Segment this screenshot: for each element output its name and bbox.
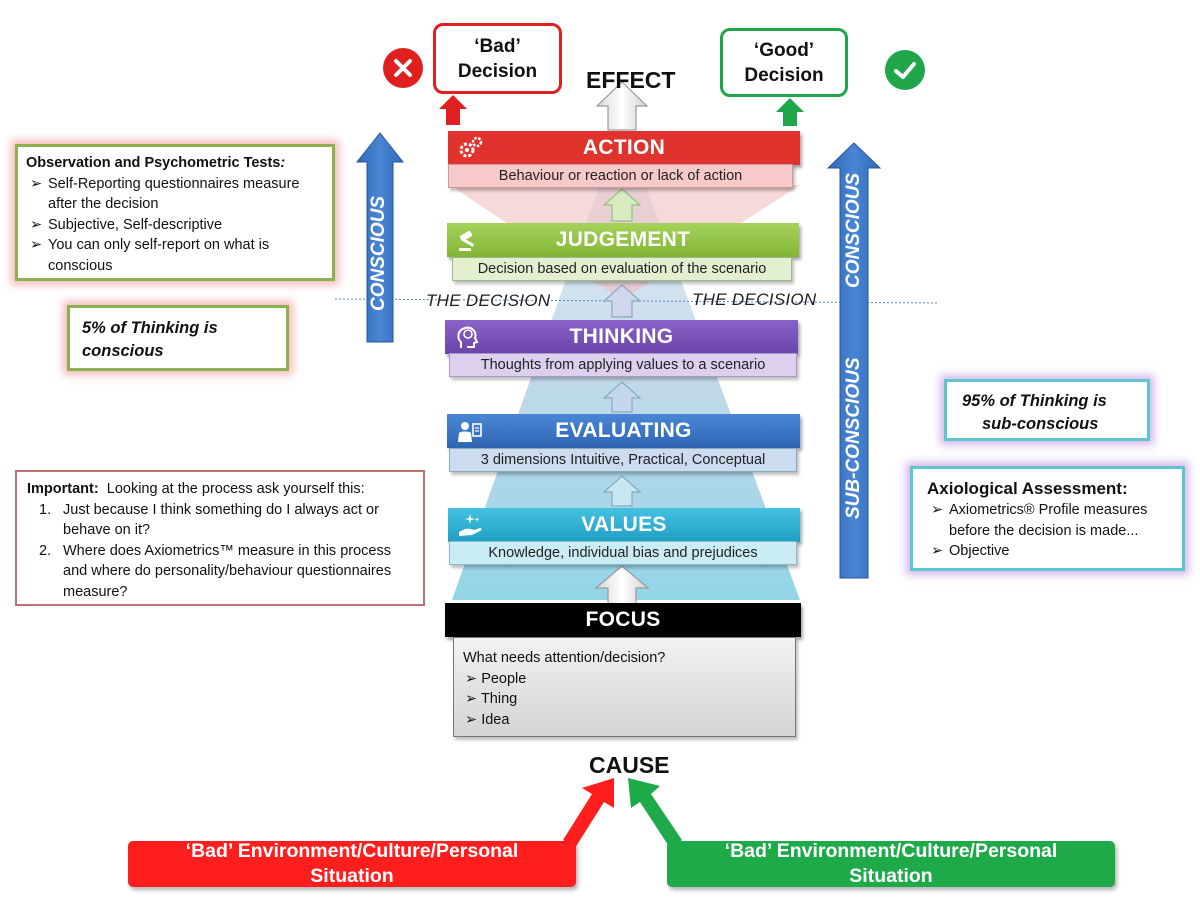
focus-item: ➢ Idea: [465, 711, 510, 728]
list-item: 1.Just because I think something do I al…: [39, 501, 379, 539]
important-intro: Important: Looking at the process ask yo…: [27, 481, 365, 497]
conscious-right-label: CONSCIOUS: [843, 172, 864, 288]
values-arrow: [602, 475, 642, 507]
judgement-title: JUDGEMENT: [555, 228, 691, 251]
list-item: ➢Self-Reporting questionnaires measure a…: [30, 175, 300, 213]
bad-decision-line2: Decision: [457, 60, 538, 82]
bad-decision-box: ‘Bad’ Decision: [433, 23, 562, 94]
list-item: 2.Where does Axiometrics™ measure in thi…: [39, 542, 392, 600]
gears-icon: [459, 136, 483, 158]
the-decision-right: THE DECISION: [692, 290, 817, 309]
important-box: Important: Looking at the process ask yo…: [15, 470, 425, 606]
five-percent-box: 5% of Thinking is conscious: [67, 305, 289, 371]
conscious-arrow-right: [826, 142, 882, 579]
effect-label: EFFECT: [586, 67, 676, 93]
focus-header: FOCUS: [445, 603, 801, 637]
check-circle-icon: [885, 50, 925, 90]
thinking-title: THINKING: [569, 325, 674, 348]
observation-title: Observation and Psychometric Tests:: [26, 155, 286, 171]
important-list: 1.Just because I think something do I al…: [27, 500, 415, 603]
focus-question: What needs attention/decision?: [463, 650, 666, 666]
bad-decision-arrow: [439, 95, 467, 125]
cause-label: CAUSE: [589, 752, 670, 778]
action-title: ACTION: [582, 136, 666, 159]
list-item: ➢Subjective, Self-descriptive: [30, 216, 223, 233]
good-environment-line2: Situation: [849, 865, 933, 887]
person-clipboard-icon: [458, 422, 482, 442]
axiological-list: ➢Axiometrics® Profile measures before th…: [927, 500, 1176, 562]
judgement-arrow: [602, 188, 642, 222]
thinking-header: THINKING: [445, 320, 798, 354]
values-title: VALUES: [581, 513, 667, 536]
bad-environment-box: ‘Bad’ Environment/Culture/Personal Situa…: [128, 840, 576, 887]
subconscious-right-label: SUB-CONSCIOUS: [843, 357, 864, 519]
action-header: ACTION: [448, 131, 800, 165]
five-percent-line1: 5% of Thinking is: [82, 319, 218, 337]
effect-arrow: [595, 81, 649, 131]
evaluating-subtitle: 3 dimensions Intuitive, Practical, Conce…: [449, 448, 797, 472]
values-subtitle: Knowledge, individual bias and prejudice…: [449, 541, 797, 565]
good-decision-line2: Decision: [744, 64, 824, 86]
good-decision-box: ‘Good’ Decision: [720, 28, 848, 97]
cross-circle-icon: [383, 48, 423, 88]
list-item: ➢Axiometrics® Profile measures before th…: [931, 502, 1148, 539]
focus-item: ➢ People: [465, 670, 527, 687]
axiological-box: Axiological Assessment: ➢Axiometrics® Pr…: [910, 466, 1185, 571]
conscious-arrow-left: [355, 132, 405, 343]
bad-cause-arrow: [563, 778, 614, 848]
good-cause-arrow: [628, 778, 682, 848]
ninety-five-line2: sub-conscious: [982, 415, 1099, 433]
hand-sparkle-icon: [459, 514, 482, 536]
good-environment-line1: ‘Bad’ Environment/Culture/Personal: [724, 840, 1058, 862]
axiological-title: Axiological Assessment:: [927, 479, 1128, 498]
bad-decision-line1: ‘Bad’: [474, 35, 521, 57]
action-subtitle: Behaviour or reaction or lack of action: [448, 164, 793, 188]
judgement-header: JUDGEMENT: [447, 223, 799, 257]
list-item: ➢You can only self-report on what is con…: [30, 237, 270, 274]
observation-box: Observation and Psychometric Tests: ➢Sel…: [15, 144, 335, 281]
good-environment-box: ‘Bad’ Environment/Culture/Personal Situa…: [667, 840, 1115, 887]
stage-arrows: [594, 81, 650, 605]
ninety-five-line1: 95% of Thinking is: [962, 392, 1107, 410]
bad-environment-line2: Situation: [310, 865, 394, 887]
thinking-arrow: [602, 284, 642, 318]
focus-panel: What needs attention/decision? ➢ People …: [453, 637, 796, 737]
the-decision-left: THE DECISION: [426, 291, 551, 310]
ninety-five-percent-box: 95% of Thinking is sub-conscious: [944, 379, 1150, 441]
head-thought-icon: [457, 326, 479, 348]
gavel-icon: [459, 230, 475, 251]
thinking-subtitle: Thoughts from applying values to a scena…: [449, 353, 797, 377]
good-decision-line1: ‘Good’: [753, 39, 815, 61]
evaluating-arrow: [602, 381, 642, 413]
conscious-left-label: CONSCIOUS: [368, 195, 389, 311]
judgement-subtitle: Decision based on evaluation of the scen…: [452, 257, 792, 281]
good-decision-arrow: [776, 98, 804, 126]
values-header: VALUES: [448, 508, 800, 542]
observation-list: ➢Self-Reporting questionnaires measure a…: [26, 174, 324, 277]
list-item: ➢Objective: [931, 543, 1010, 559]
focus-item: ➢ Thing: [465, 691, 518, 707]
evaluating-title: EVALUATING: [555, 419, 692, 442]
five-percent-line2: conscious: [82, 342, 164, 360]
evaluating-header: EVALUATING: [447, 414, 800, 448]
bad-environment-line1: ‘Bad’ Environment/Culture/Personal: [185, 840, 519, 862]
